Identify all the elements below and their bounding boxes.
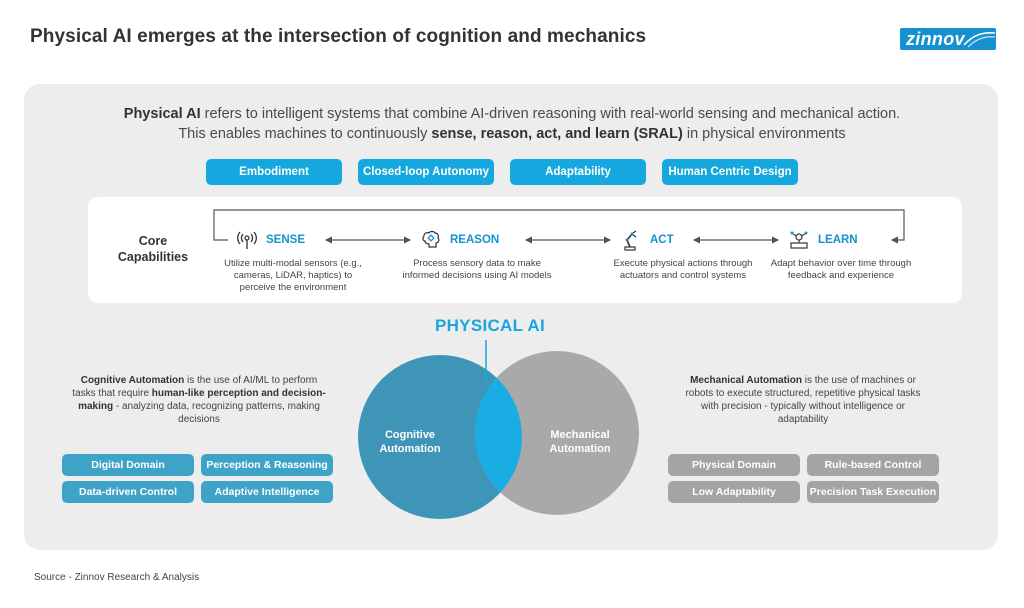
brain-gear-icon — [422, 230, 440, 248]
mechanical-tag-rule-based: Rule-based Control — [807, 454, 939, 476]
intro-term: Physical AI — [123, 106, 201, 122]
attribute-pill-adaptability: Adaptability — [510, 159, 646, 185]
cognitive-tag-data-driven: Data-driven Control — [62, 481, 194, 503]
source-note: Source - Zinnov Research & Analysis — [34, 572, 200, 583]
core-capabilities-title: Core Capabilities — [117, 234, 189, 264]
cognitive-description: Cognitive Automation is the use of AI/ML… — [70, 374, 328, 426]
zinnov-logo: zinnov — [900, 28, 996, 50]
page-title: Physical AI emerges at the intersection … — [30, 26, 647, 47]
capability-sense: SENSE — [236, 229, 305, 251]
intro-sral: sense, reason, act, and learn (SRAL) — [431, 126, 683, 142]
capability-learn-name: LEARN — [818, 234, 858, 246]
attribute-pill-embodiment: Embodiment — [206, 159, 342, 185]
cognitive-desc-part2: - analyzing data, recognizing patterns, … — [113, 401, 320, 425]
capability-reason-desc: Process sensory data to make informed de… — [402, 258, 552, 281]
capability-learn-desc: Adapt behavior over time through feedbac… — [770, 258, 912, 281]
mechanical-desc-text: is the use of machines or robots to exec… — [685, 375, 921, 425]
intro-line-2-post: in physical environments — [682, 126, 846, 142]
cognitive-tag-perception: Perception & Reasoning — [201, 454, 333, 476]
learning-network-icon — [790, 231, 808, 249]
mechanical-tag-precision: Precision Task Execution — [807, 481, 939, 503]
cognitive-term: Cognitive Automation — [80, 375, 185, 386]
intro-line-1-rest: refers to intelligent systems that combi… — [200, 106, 901, 122]
logo-text: zinnov — [906, 29, 965, 49]
capability-act-desc: Execute physical actions through actuato… — [613, 258, 753, 281]
intro-line-1: Physical AI refers to intelligent system… — [40, 104, 984, 124]
capability-reason: REASON — [420, 229, 499, 251]
robot-arm-icon — [624, 230, 637, 251]
capability-reason-name: REASON — [450, 234, 500, 246]
cognitive-emphasis: human-like perception and decision-makin… — [78, 388, 326, 412]
intro-text: Physical AI refers to intelligent system… — [40, 104, 984, 144]
cognitive-desc-part1: is the use of AI/ML to perform tasks tha… — [72, 375, 318, 399]
mechanical-tag-low-adaptability: Low Adaptability — [668, 481, 800, 503]
capability-sense-desc: Utilize multi-modal sensors (e.g., camer… — [224, 258, 362, 293]
mechanical-term: Mechanical Automation — [690, 375, 802, 386]
capability-act: ACT — [620, 229, 674, 251]
mechanical-description: Mechanical Automation is the use of mach… — [678, 374, 928, 426]
capability-sense-name: SENSE — [266, 234, 305, 246]
mechanical-circle-label: Mechanical Automation — [549, 429, 611, 455]
intro-line-2-pre: This enables machines to continuously — [178, 126, 432, 142]
attribute-pill-human-centric: Human Centric Design — [662, 159, 798, 185]
intro-line-2: This enables machines to continuously se… — [40, 124, 984, 144]
sensor-antenna-icon — [237, 231, 257, 249]
cognitive-tag-adaptive: Adaptive Intelligence — [201, 481, 333, 503]
cognitive-circle-label: Cognitive Automation — [379, 429, 441, 455]
attribute-pill-closed-loop: Closed-loop Autonomy — [358, 159, 494, 185]
capability-act-name: ACT — [650, 234, 674, 246]
logo-background — [900, 28, 996, 50]
capability-learn: LEARN — [788, 229, 858, 251]
mechanical-tag-physical-domain: Physical Domain — [668, 454, 800, 476]
cognitive-tag-digital-domain: Digital Domain — [62, 454, 194, 476]
physical-ai-title: PHYSICAL AI — [434, 316, 546, 335]
logo-swoosh-icon — [963, 31, 996, 48]
